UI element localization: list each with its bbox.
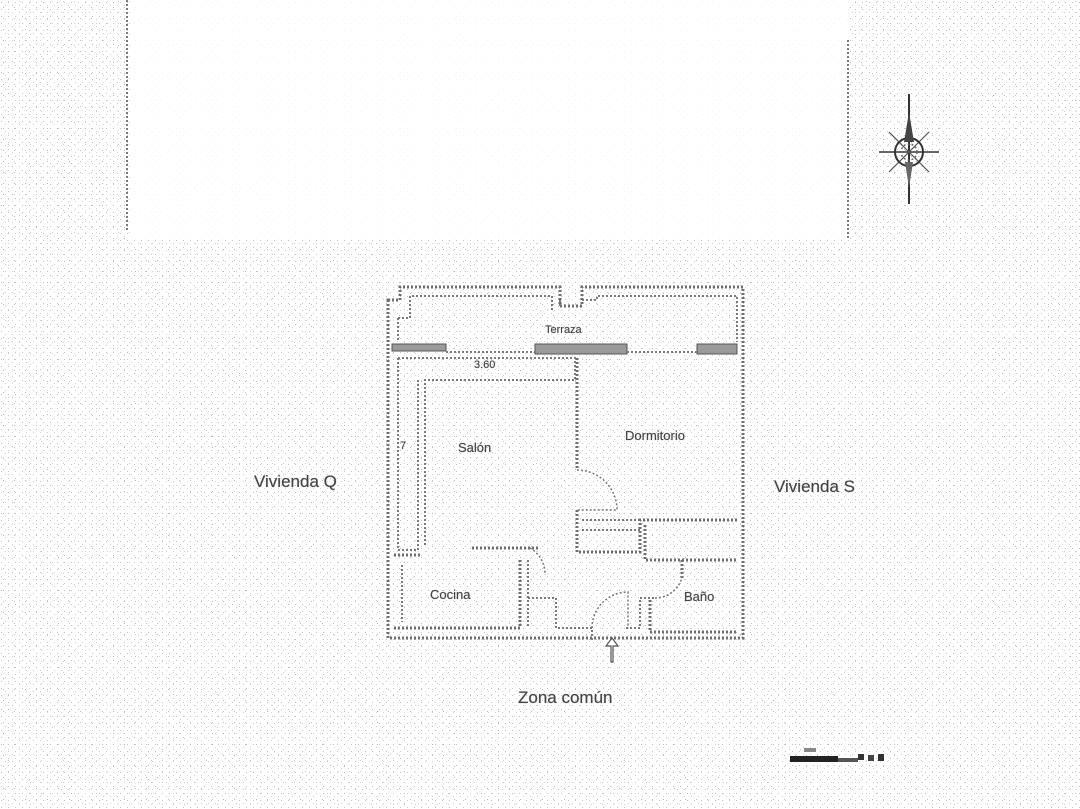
door-kitchen	[529, 547, 546, 576]
door-bath	[654, 569, 684, 599]
room-label-living: Salón	[458, 440, 492, 455]
room-label-terrace: Terraza	[545, 324, 582, 336]
paper-clear-area	[130, 0, 850, 240]
room-label-kitchen: Cocina	[430, 587, 471, 602]
room-label-bath: Baño	[684, 589, 715, 604]
terrace-inner-wall	[397, 295, 738, 342]
compass-rose-icon	[879, 94, 939, 204]
door-living	[576, 469, 618, 511]
wall-seg-2	[534, 343, 628, 355]
entrance-arrow-icon	[604, 637, 620, 663]
room-label-bedroom: Dormitorio	[625, 428, 685, 443]
central-partition	[575, 358, 737, 554]
left-band	[397, 358, 419, 551]
terrace-outline	[398, 295, 553, 319]
dimension-label-side: 7	[400, 440, 407, 452]
kitchen-inner	[401, 560, 529, 628]
outer-wall	[386, 285, 745, 640]
neighbor-label-right: Vivienda S	[774, 477, 855, 496]
common-area-label: Zona común	[518, 688, 613, 707]
living-top-band	[398, 357, 576, 545]
wall-seg-1	[391, 343, 447, 352]
hall-walls	[528, 597, 655, 640]
scale-bar-icon	[790, 748, 884, 762]
bedroom-closet	[582, 519, 640, 531]
dimension-label-top: 3.60	[474, 359, 496, 371]
kitchen-wall	[394, 546, 540, 630]
wall-seg-3	[696, 343, 738, 355]
neighbor-label-left: Vivienda Q	[254, 472, 337, 491]
